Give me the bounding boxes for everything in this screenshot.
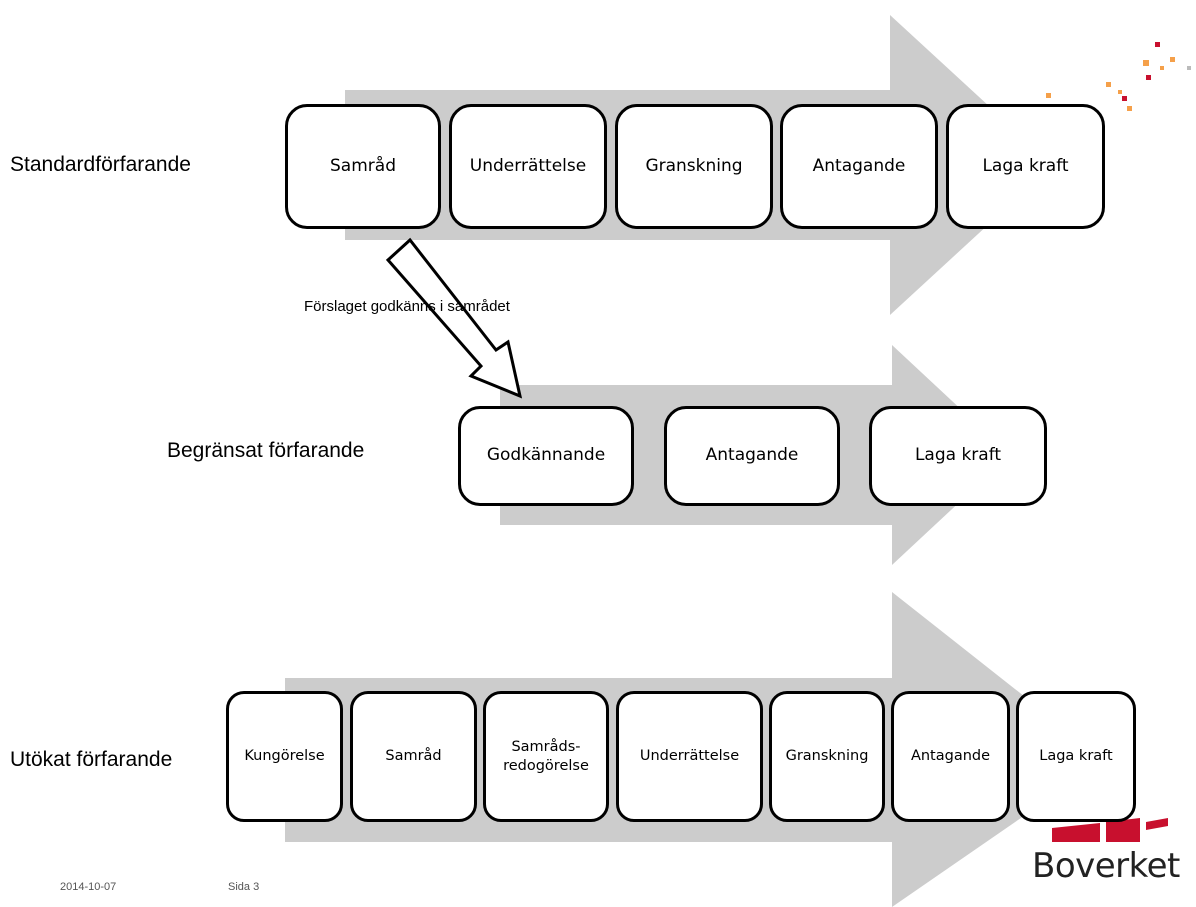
step-samrad: Samråd — [350, 691, 477, 822]
step-label: Laga kraft — [914, 445, 1002, 466]
step-label: Kungörelse — [244, 748, 325, 765]
step-label: Godkännande — [486, 445, 606, 466]
step-laga-kraft: Laga kraft — [869, 406, 1047, 506]
shortcut-arrow — [385, 237, 523, 399]
step-godkannande: Godkännande — [458, 406, 634, 506]
step-label: Antagande — [910, 748, 991, 765]
boverket-logo-mark — [1052, 818, 1168, 842]
boverket-logo-text: Boverket — [1032, 846, 1180, 886]
step-label: Samråds- redogörelse — [503, 739, 589, 774]
step-granskning: Granskning — [769, 691, 885, 822]
step-laga-kraft: Laga kraft — [946, 104, 1105, 229]
step-label: Granskning — [645, 155, 743, 176]
step-kungorelse: Kungörelse — [226, 691, 343, 822]
step-label: Laga kraft — [1039, 748, 1113, 765]
step-label: Antagande — [705, 445, 799, 466]
shortcut-note: Förslaget godkänns i samrådet — [304, 298, 510, 315]
step-label: Underrättelse — [639, 748, 740, 765]
step-granskning: Granskning — [615, 104, 773, 229]
step-label: Samråd — [330, 155, 396, 176]
step-label: Granskning — [785, 748, 869, 765]
step-label: Samråd — [385, 748, 442, 765]
step-underrattelse: Underrättelse — [449, 104, 607, 229]
begransat-row-label: Begränsat förfarande — [167, 439, 365, 462]
step-samradsredogorelse: Samråds- redogörelse — [483, 691, 609, 822]
standard-row-label: Standardförfarande — [10, 153, 191, 176]
step-antagande: Antagande — [891, 691, 1010, 822]
utokat-row-label: Utökat förfarande — [10, 748, 173, 771]
step-antagande: Antagande — [780, 104, 938, 229]
step-label: Underrättelse — [469, 155, 587, 176]
step-antagande: Antagande — [664, 406, 840, 506]
step-label: Antagande — [812, 155, 906, 176]
footer-date: 2014-10-07 — [60, 881, 117, 893]
step-samrad: Samråd — [285, 104, 441, 229]
footer-page-number: Sida 3 — [228, 881, 260, 893]
decorative-dots — [1046, 42, 1191, 111]
step-label: Laga kraft — [982, 155, 1069, 176]
step-underrattelse: Underrättelse — [616, 691, 763, 822]
step-laga-kraft: Laga kraft — [1016, 691, 1136, 822]
